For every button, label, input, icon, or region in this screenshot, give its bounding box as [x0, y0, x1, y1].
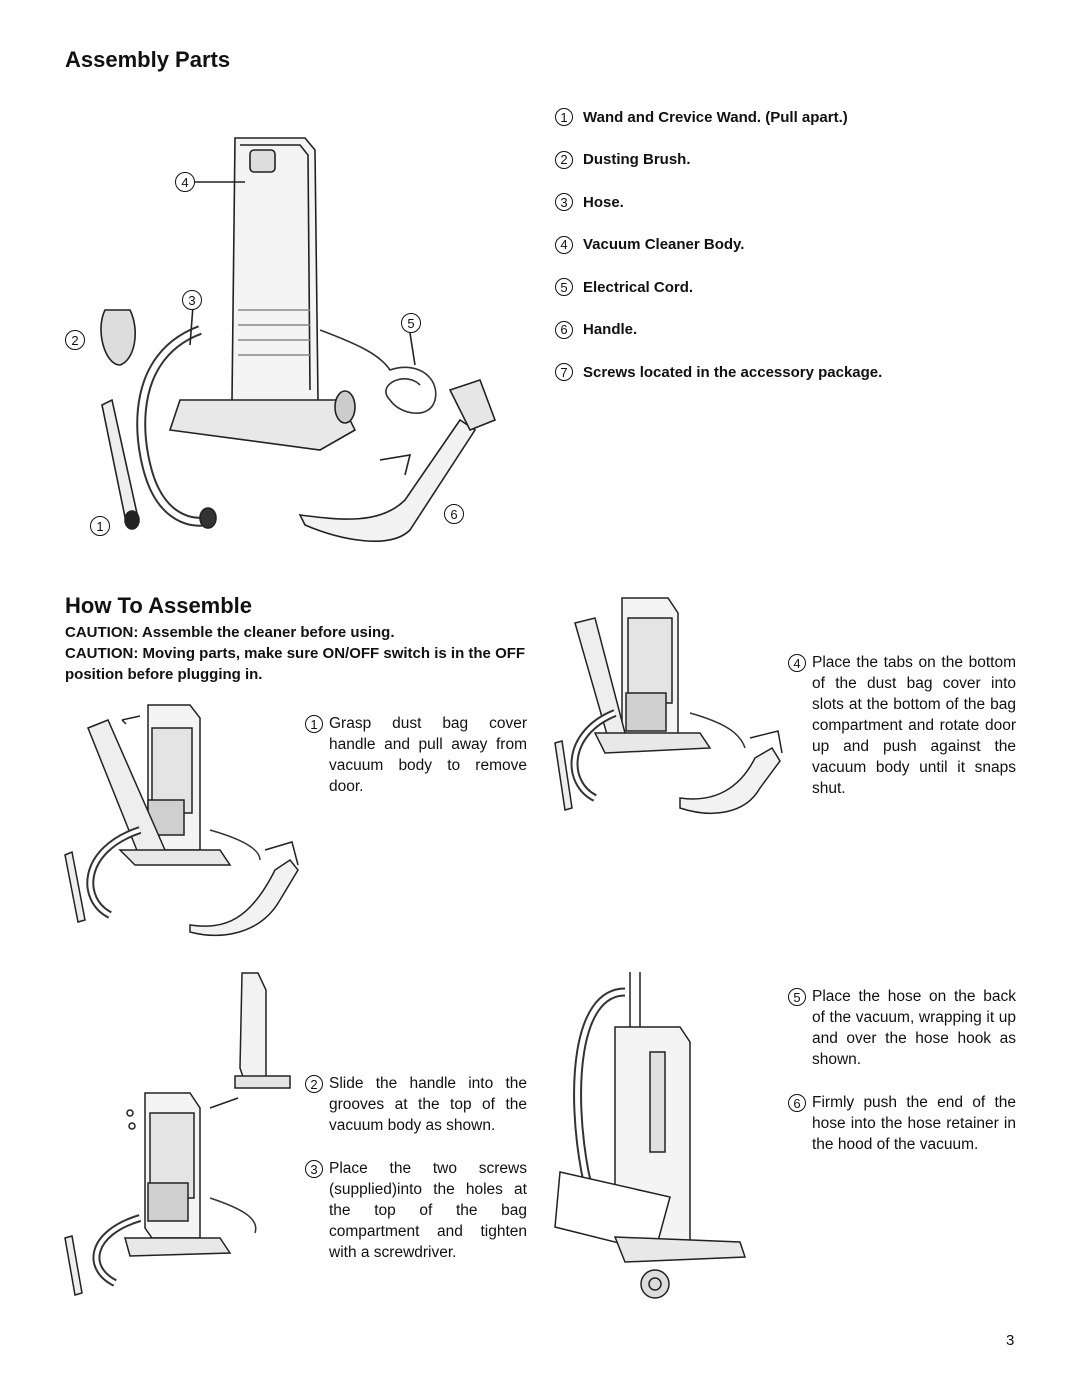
part-item: 2 Dusting Brush.: [555, 139, 975, 182]
part-label: Dusting Brush.: [583, 151, 691, 169]
step-3: 3 Place the two screws (supplied)into th…: [305, 1158, 527, 1263]
page-number: 3: [1006, 1332, 1015, 1349]
step-2: 2 Slide the handle into the grooves at t…: [305, 1073, 527, 1136]
step-number: 1: [305, 715, 323, 733]
how-to-title: How To Assemble: [65, 593, 253, 618]
part-label: Screws located in the accessory package.: [583, 363, 883, 381]
step4-illustration: [554, 597, 783, 814]
part-number: 6: [555, 320, 573, 339]
part-label: Wand and Crevice Wand. (Pull apart.): [583, 108, 848, 126]
part-label: Electrical Cord.: [583, 278, 694, 296]
figure-label-4: 4: [175, 172, 195, 192]
part-label: Hose.: [583, 193, 624, 211]
step-number: 3: [305, 1160, 323, 1178]
step-6: 6 Firmly push the end of the hose into t…: [788, 1092, 1016, 1155]
step-text: Grasp dust bag cover handle and pull awa…: [329, 715, 527, 795]
part-number: 7: [555, 363, 573, 382]
figure-label-2: 2: [65, 330, 85, 350]
step-5: 5 Place the hose on the back of the vacu…: [788, 986, 1016, 1070]
part-number: 2: [555, 150, 573, 169]
part-item: 5 Electrical Cord.: [555, 266, 975, 309]
part-label: Handle.: [583, 321, 638, 339]
part-item: 1 Wand and Crevice Wand. (Pull apart.): [555, 96, 975, 139]
part-number: 4: [555, 235, 573, 254]
figure-label-6: 6: [444, 504, 464, 524]
part-item: 3 Hose.: [555, 181, 975, 224]
caution-moving-parts: CAUTION: Moving parts, make sure ON/OFF …: [65, 645, 526, 683]
step-text: Place the two screws (supplied)into the …: [329, 1160, 527, 1261]
step-number: 6: [788, 1094, 806, 1112]
step-number: 2: [305, 1075, 323, 1093]
step2-3-illustration: [64, 972, 291, 1296]
figure-label-3: 3: [182, 290, 202, 310]
step-text: Place the hose on the back of the vacuum…: [812, 988, 1016, 1068]
caution-assemble: CAUTION: Assemble the cleaner before usi…: [65, 624, 395, 641]
step-number: 5: [788, 988, 806, 1006]
figure-label-1: 1: [90, 516, 110, 536]
parts-illustration: [100, 137, 497, 542]
step-number: 4: [788, 654, 806, 672]
assembly-parts-title: Assembly Parts: [65, 47, 231, 72]
part-number: 1: [555, 108, 573, 127]
part-item: 6 Handle.: [555, 309, 975, 352]
step1-illustration: [64, 704, 299, 937]
part-item: 7 Screws located in the accessory package…: [555, 351, 975, 394]
step-text: Place the tabs on the bottom of the dust…: [812, 654, 1016, 797]
step-text: Slide the handle into the grooves at the…: [329, 1075, 527, 1134]
step-text: Firmly push the end of the hose into the…: [812, 1094, 1016, 1153]
step5-6-illustration: [554, 972, 747, 1299]
part-number: 3: [555, 193, 573, 212]
step-4: 4 Place the tabs on the bottom of the du…: [788, 652, 1016, 799]
part-item: 4 Vacuum Cleaner Body.: [555, 224, 975, 267]
part-label: Vacuum Cleaner Body.: [583, 236, 745, 254]
figure-label-5: 5: [401, 313, 421, 333]
part-number: 5: [555, 278, 573, 297]
step-1: 1 Grasp dust bag cover handle and pull a…: [305, 713, 527, 797]
